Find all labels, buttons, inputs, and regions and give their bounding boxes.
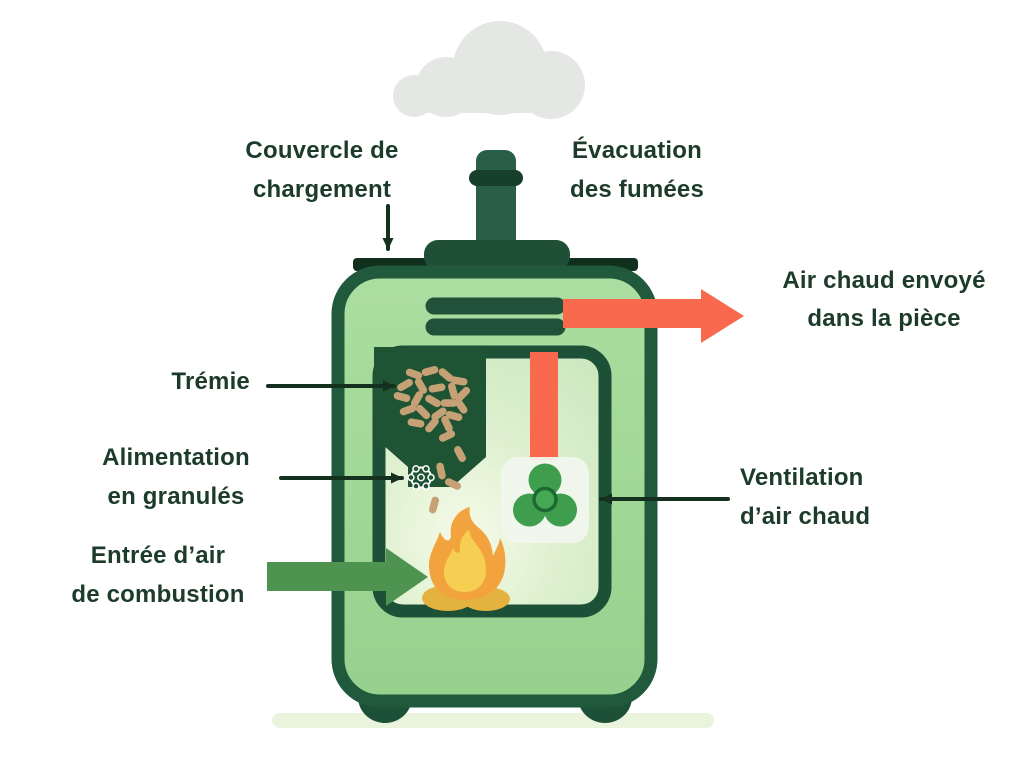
label-hot-air-sent: Air chaud envoyé dans la pièce xyxy=(753,262,1015,338)
label-hopper: Trémie xyxy=(60,362,250,401)
label-line: Air chaud envoyé xyxy=(782,267,986,294)
label-line: de combustion xyxy=(71,581,245,608)
pellet-pile xyxy=(393,366,471,433)
label-pellet-feed: Alimentation en granulés xyxy=(46,438,306,516)
label-line: Alimentation xyxy=(102,444,250,471)
label-line: Couvercle de xyxy=(245,137,399,164)
chimney-pipe xyxy=(469,150,523,254)
chimney-mount xyxy=(424,240,570,270)
ground-line xyxy=(272,713,714,728)
falling-pellets xyxy=(429,430,466,514)
label-line: Évacuation xyxy=(571,137,703,164)
label-line: en granulés xyxy=(107,483,245,510)
hot-air-arrow-icon xyxy=(563,289,744,343)
label-hot-air-ventilation: Ventilation d’air chaud xyxy=(740,458,960,536)
label-line: Entrée d’air xyxy=(90,542,226,569)
pointer-arrows xyxy=(266,204,730,505)
flame-icon xyxy=(422,507,510,611)
auger-gear-icon xyxy=(407,465,435,490)
label-line: Trémie xyxy=(171,368,250,395)
label-combustion-air: Entrée d’air de combustion xyxy=(28,536,288,614)
combustion-air-arrow-icon xyxy=(267,548,428,606)
fan-icon xyxy=(513,463,577,527)
vent-slots xyxy=(425,297,566,336)
hot-air-pipe xyxy=(530,352,558,460)
label-smoke-evacuation: Évacuation des fumées xyxy=(527,131,747,209)
label-line: des fumées xyxy=(569,176,705,203)
label-line: Ventilation xyxy=(740,464,864,491)
label-line: chargement xyxy=(252,176,392,203)
cloud-icon xyxy=(393,21,585,119)
label-line: d’air chaud xyxy=(740,503,871,530)
label-loading-cover: Couvercle de chargement xyxy=(192,131,452,209)
label-line: dans la pièce xyxy=(807,305,961,332)
